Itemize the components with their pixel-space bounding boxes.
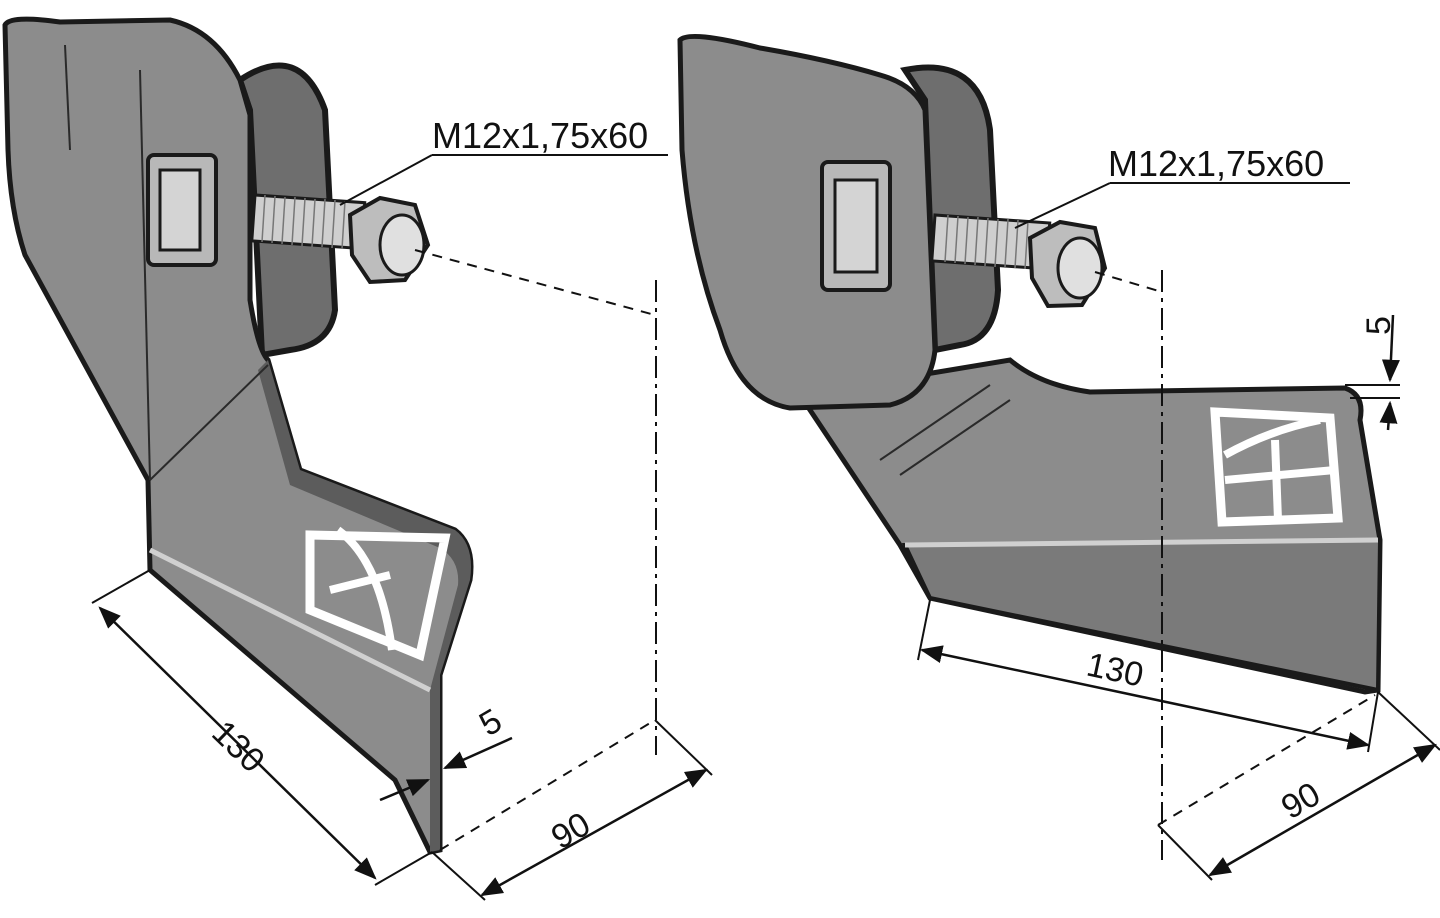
right-bolt-callout: M12x1,75x60 (1014, 143, 1350, 229)
right-blade (677, 33, 1383, 695)
right-bolt (930, 213, 1108, 309)
left-bolt-callout: M12x1,75x60 (339, 115, 668, 206)
right-highlight (904, 537, 1379, 548)
right-dim-thickness: 5 (1345, 314, 1400, 431)
left-dim-thickness-label: 5 (473, 702, 508, 744)
right-bolt-label: M12x1,75x60 (1108, 143, 1324, 184)
left-dim-offset: 90 (431, 719, 713, 901)
right-bolt-axis (1094, 271, 1163, 293)
left-dim-offset-label: 90 (545, 805, 597, 857)
left-logo (305, 526, 451, 662)
left-blade-edge (258, 360, 471, 852)
right-upper-plate (677, 33, 938, 411)
left-bolt (250, 193, 431, 285)
left-crease (139, 69, 151, 481)
right-dim-offset-label: 90 (1275, 775, 1327, 827)
left-bolt-label: M12x1,75x60 (432, 115, 648, 156)
right-offset-ref (1157, 694, 1376, 826)
left-bracket-inner (158, 168, 202, 252)
left-dim-length-label: 130 (204, 713, 271, 780)
left-fold-line (149, 364, 269, 481)
right-dim-offset: 90 (1157, 691, 1440, 881)
left-crease-2 (64, 44, 71, 151)
right-bracket-inner (833, 178, 879, 274)
right-logo (1210, 407, 1343, 527)
right-dim-thickness-label: 5 (1360, 316, 1398, 335)
left-offset-ref (439, 719, 656, 851)
right-fold-line-2 (899, 399, 1011, 476)
right-fold-line (879, 384, 991, 461)
left-bolt-axis (414, 249, 656, 316)
